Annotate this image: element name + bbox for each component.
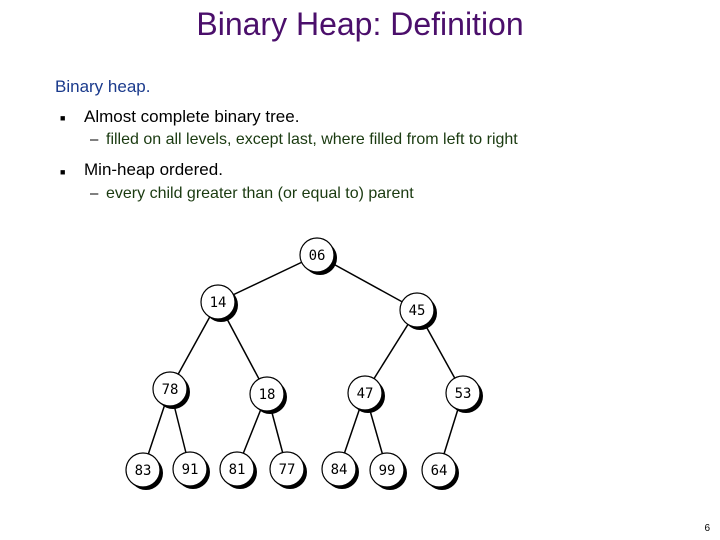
- bullet-1-text: Almost complete binary tree.: [84, 107, 300, 126]
- node-value: 91: [182, 462, 199, 478]
- tree-edge: [217, 254, 318, 303]
- heap-node: 53: [445, 375, 483, 413]
- node-circle: [347, 375, 383, 411]
- node-value: 18: [259, 387, 276, 403]
- heap-node: 06: [299, 237, 337, 275]
- node-value: 45: [409, 303, 426, 319]
- heap-node: 14: [200, 284, 238, 322]
- node-value: 77: [279, 462, 296, 478]
- node-value: 78: [162, 382, 179, 398]
- heap-node: 78: [152, 371, 190, 409]
- node-value: 84: [331, 462, 348, 478]
- heap-node: 77: [269, 451, 307, 489]
- node-value: 06: [309, 248, 326, 264]
- dash-marker: –: [90, 131, 99, 148]
- node-value: 99: [379, 463, 396, 479]
- dash-marker: –: [90, 185, 99, 202]
- node-circle: [369, 452, 405, 488]
- heap-node: 47: [347, 375, 385, 413]
- heap-node: 83: [125, 452, 163, 490]
- node-circle: [152, 371, 188, 407]
- heap-node: 64: [421, 452, 459, 490]
- node-value: 83: [135, 463, 152, 479]
- node-circle: [269, 451, 305, 487]
- subtitle: Binary heap.: [55, 77, 151, 96]
- bullet-2-text: Min-heap ordered.: [84, 160, 223, 179]
- slide-title: Binary Heap: Definition: [196, 6, 524, 42]
- node-value: 53: [455, 386, 472, 402]
- heap-node: 18: [249, 376, 287, 414]
- heap-node: 81: [219, 451, 257, 489]
- heap-node: 45: [399, 292, 437, 330]
- heap-node: 91: [172, 451, 210, 489]
- node-circle: [421, 452, 457, 488]
- heap-node: 99: [369, 452, 407, 490]
- node-circle: [219, 451, 255, 487]
- heap-node: 84: [321, 451, 359, 489]
- bullet-1-subtext: filled on all levels, except last, where…: [106, 131, 518, 148]
- bullet-marker: ■: [60, 113, 66, 123]
- node-circle: [321, 451, 357, 487]
- node-circle: [172, 451, 208, 487]
- node-circle: [249, 376, 285, 412]
- node-value: 64: [431, 463, 448, 479]
- bullet-2-subtext: every child greater than (or equal to) p…: [106, 185, 414, 202]
- node-circle: [200, 284, 236, 320]
- node-circle: [299, 237, 335, 273]
- node-circle: [125, 452, 161, 488]
- page-number: 6: [704, 523, 710, 534]
- node-value: 47: [357, 386, 374, 402]
- bullet-marker: ■: [60, 167, 66, 177]
- node-value: 14: [210, 295, 227, 311]
- node-circle: [445, 375, 481, 411]
- node-circle: [399, 292, 435, 328]
- node-value: 81: [229, 462, 246, 478]
